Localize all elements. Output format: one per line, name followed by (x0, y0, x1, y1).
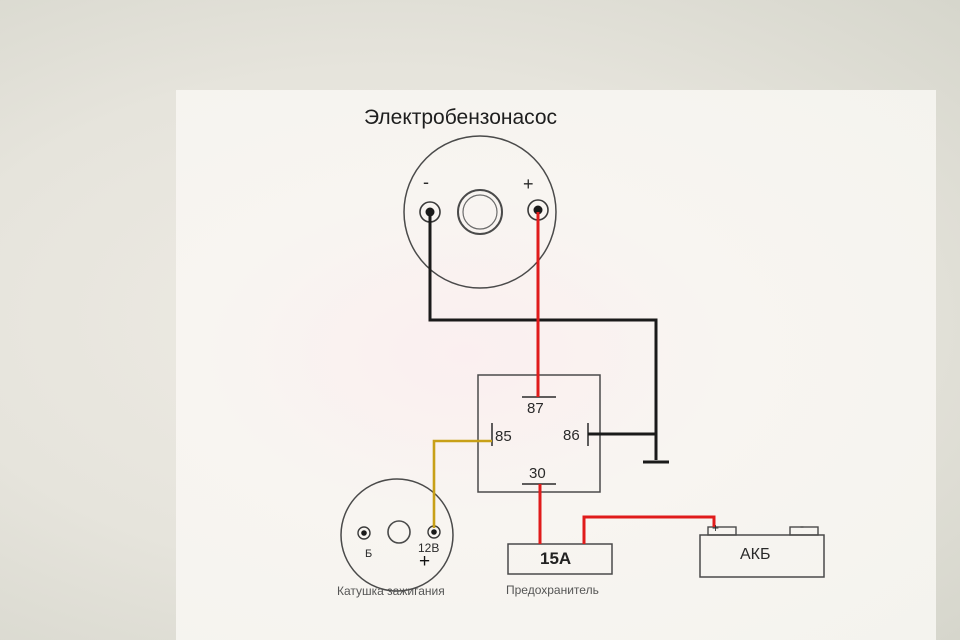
battery-body (699, 534, 825, 578)
battery-label: АКБ (740, 546, 771, 563)
fuse-rating-label: 15А (540, 549, 572, 568)
battery-minus-post (789, 526, 819, 536)
coil-plus-label: + (419, 551, 431, 572)
battery (699, 526, 825, 578)
fuse-body (507, 543, 613, 575)
fuel-pump (403, 135, 557, 289)
pump-plus-label: + (523, 174, 534, 194)
battery-plus-post (707, 526, 737, 536)
relay-pin-87-label: 87 (527, 400, 544, 417)
fuel-pump-outlet-outer (457, 189, 503, 235)
battery-plus-label: + (712, 521, 720, 535)
ignition-coil-b-terminal-core (361, 530, 367, 536)
coil-caption: Катушка зажигания (337, 584, 445, 598)
relay-pin-85-label: 85 (495, 428, 512, 445)
fuel-pump-plus-terminal-core (533, 205, 543, 215)
ignition-coil-body (340, 478, 454, 592)
fuel-pump-body (403, 135, 557, 289)
coil-12v-label: 12В (418, 541, 440, 555)
ground-wire (428, 216, 658, 460)
coil-b-label: Б (365, 548, 373, 560)
relay-pin-30-label: 30 (529, 465, 546, 482)
ignition-coil-center (387, 520, 411, 544)
pump-minus-label: - (423, 172, 429, 192)
fuse-battery-wire (582, 515, 716, 544)
diagram-title: Электробензонасос (364, 106, 558, 129)
fuel-pump-minus-terminal-core (425, 207, 435, 217)
fuse-caption: Предохранитель (506, 583, 599, 597)
fuel-pump-outlet-inner (462, 194, 498, 230)
ignition-wire (432, 439, 492, 528)
relay-pin-86-label: 86 (563, 427, 580, 444)
monitor-screen (176, 90, 936, 640)
ignition-coil (340, 478, 454, 592)
ignition-coil-12v-terminal-core (431, 529, 437, 535)
battery-minus-label: - (800, 519, 804, 533)
ignition-coil-b-terminal (357, 526, 371, 540)
